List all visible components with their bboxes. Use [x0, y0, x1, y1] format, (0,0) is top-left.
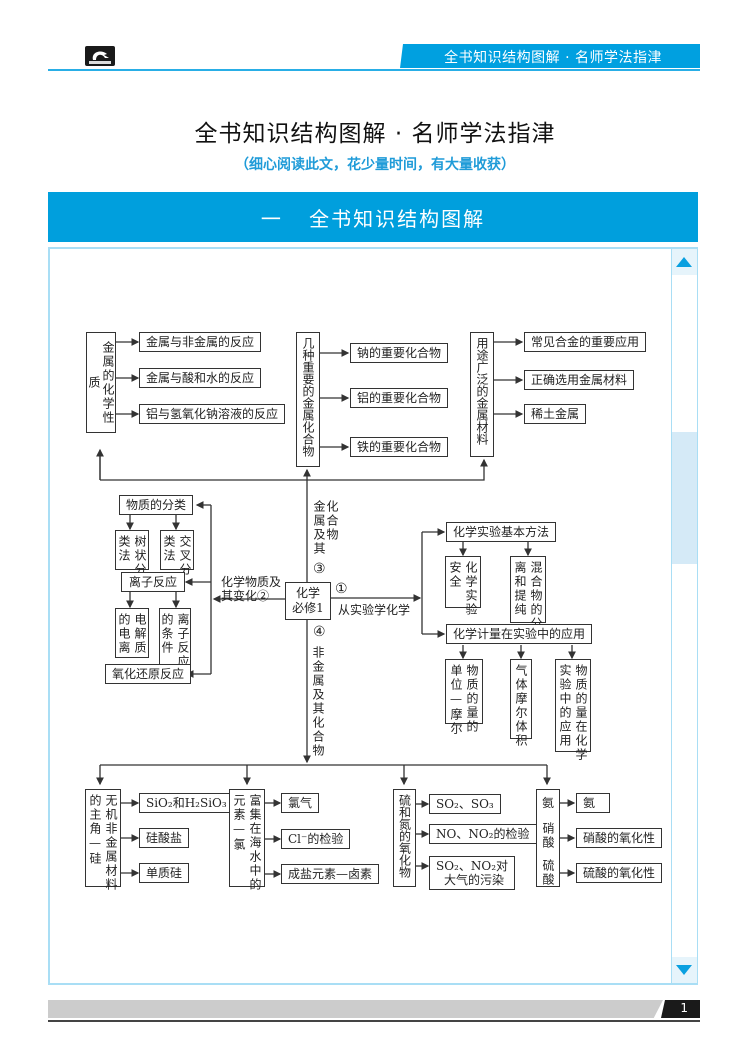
branch4-number: ④: [313, 624, 326, 640]
node-metal-compounds: 几种重要的金属化合物: [296, 332, 320, 467]
node-ionic-reaction: 离子反应: [121, 572, 185, 592]
header-title: 全书知识结构图解 · 名师学法指津: [444, 50, 662, 66]
branch3-label-col1: 金属及其: [312, 500, 326, 556]
node-aluminum-compounds: 铝的重要化合物: [350, 388, 449, 408]
node-ionic-reaction-conditions: 离子反应的条件: [159, 608, 191, 669]
node-electrolyte-ionization: 电解质的电离: [115, 608, 149, 658]
branch1-label: 从实验学化学: [338, 603, 411, 617]
branch1-number: ①: [335, 581, 348, 597]
node-metal-acid-water-reaction: 金属与酸和水的反应: [139, 368, 262, 388]
node-amount-application: 物质的量在化学实验中的应用: [555, 659, 591, 762]
node-tree-classification: 树状分类法: [115, 530, 149, 577]
branch2-label-line1: 化学物质及: [221, 575, 282, 589]
branch4-label: 非金属及其化合物: [311, 646, 325, 758]
section-title: 一 全书知识结构图解: [260, 207, 486, 231]
node-select-materials: 正确选用金属材料: [524, 370, 635, 390]
scrollbar[interactable]: [671, 249, 697, 983]
node-halogens: 成盐元素—卤素: [281, 864, 380, 884]
footer-bar: [48, 1000, 663, 1018]
node-air-pollution: SO₂、NO₂对 大气的污染: [429, 856, 516, 890]
node-sulfuric-acid-oxidizing: 硫酸的氧化性: [576, 863, 663, 883]
node-acids-ammonia: 氨 硝酸 硫酸: [536, 789, 560, 887]
node-classification: 物质的分类: [119, 495, 194, 515]
branch3-label-col2: 化合物: [325, 500, 339, 542]
section-header: 一 全书知识结构图解: [48, 192, 698, 242]
node-sulfur-nitrogen-oxides: 硫和氮的氧化物: [393, 789, 416, 887]
triangle-up-icon[interactable]: [672, 249, 697, 275]
page-title: 全书知识结构图解 · 名师学法指津: [194, 121, 556, 147]
node-rare-earth: 稀土金属: [524, 404, 587, 424]
footer-divider: [48, 1020, 700, 1022]
node-no-no2-test: NO、NO₂的检验: [429, 824, 537, 844]
node-experiment-methods: 化学实验基本方法: [446, 522, 557, 542]
triangle-down-icon[interactable]: [672, 957, 697, 983]
page-subtitle: （细心阅读此文，花少量时间，有大量收获）: [235, 157, 515, 173]
node-molar-volume: 气体摩尔体积: [510, 659, 532, 748]
node-ammonia: 氨: [576, 793, 610, 813]
node-silicate: 硅酸盐: [139, 828, 190, 848]
node-mole-unit: 物质的量的单位—摩尔: [445, 659, 483, 736]
page-number-tab: 1: [661, 1000, 700, 1018]
node-iron-compounds: 铁的重要化合物: [350, 437, 449, 457]
node-chlorine-gas: 氯气: [281, 793, 320, 813]
header-title-tab: 全书知识结构图解 · 名师学法指津: [400, 44, 700, 68]
node-nitric-acid-oxidizing: 硝酸的氧化性: [576, 828, 663, 848]
node-so2-so3: SO₂、SO₃: [429, 794, 501, 814]
node-sodium-compounds: 钠的重要化合物: [350, 343, 449, 363]
node-redox-reaction: 氧化还原反应: [105, 664, 192, 684]
branch3-number: ③: [313, 561, 326, 577]
header-divider: [48, 69, 700, 71]
node-elemental-silicon: 单质硅: [139, 863, 190, 883]
node-lab-safety: 化学实验安全: [445, 556, 481, 617]
node-metal-nonmetal-reaction: 金属与非金属的反应: [139, 332, 262, 352]
page-number: 1: [680, 1001, 688, 1015]
scroll-thumb[interactable]: [672, 432, 697, 564]
node-sio2-h2sio3: SiO₂和H₂SiO₃: [139, 793, 234, 813]
node-center-chemistry-1: 化学 必修1: [285, 582, 331, 620]
node-aluminum-naoh-reaction: 铝与氢氧化钠溶液的反应: [139, 404, 286, 424]
node-metal-materials: 用途广泛的金属材料: [470, 332, 494, 457]
node-separation-purification: 混合物的分离和提纯: [510, 556, 546, 631]
branch2-label-line2: 其变化②: [221, 589, 270, 603]
node-metal-chemical-properties: 金属的化学性质: [86, 332, 116, 433]
node-chloride-test: Cl⁻的检验: [281, 829, 351, 849]
node-cross-classification: 交叉分类法: [160, 530, 194, 577]
node-silicon: 无机非金属材料的主角—硅: [85, 789, 121, 892]
node-stoichiometry: 化学计量在实验中的应用: [446, 624, 593, 644]
publisher-logo-icon: [85, 46, 115, 66]
node-chlorine: 富集在海水中的元素—氯: [229, 789, 265, 892]
node-common-alloys: 常见合金的重要应用: [524, 332, 647, 352]
